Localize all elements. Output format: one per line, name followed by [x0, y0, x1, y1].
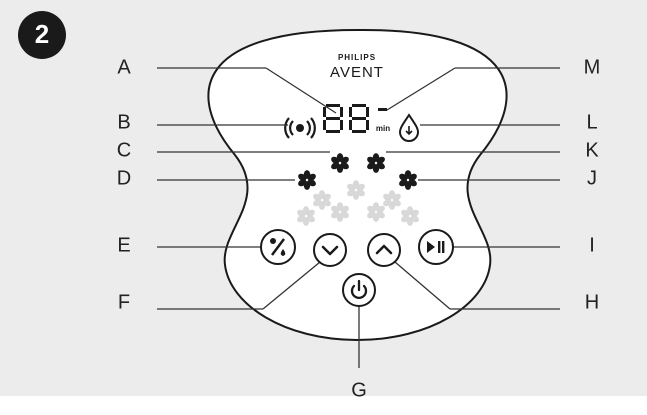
display-unit: min: [376, 124, 390, 133]
flower-petal: [356, 183, 365, 191]
flower-petal: [340, 205, 349, 213]
level-flower-active: [367, 153, 385, 173]
level-flower-inactive: [383, 190, 401, 210]
chevron-down-icon: [321, 245, 339, 256]
play-pause-icon: [427, 241, 445, 253]
level-flower-active: [399, 170, 417, 190]
decrease-button[interactable]: [313, 233, 347, 267]
level-flower-inactive: [297, 206, 315, 226]
flower-petal: [367, 211, 376, 219]
bottom-margin: [0, 396, 647, 415]
callout-letter-l: L: [586, 111, 597, 133]
callout-letter-f: F: [118, 291, 130, 313]
callout-letter-g: G: [351, 379, 367, 401]
level-flower-inactive: [313, 190, 331, 210]
flower-petal: [399, 173, 408, 181]
flower-petal: [367, 162, 376, 170]
flower-petal: [331, 205, 340, 213]
flower-petal: [297, 215, 306, 223]
timer-display: min: [323, 104, 390, 133]
level-flower-inactive: [347, 180, 365, 200]
play-pause-button[interactable]: [418, 229, 454, 265]
callout-letter-m: M: [584, 56, 601, 78]
digit-2: [349, 104, 369, 133]
level-indicator-flowers: [297, 153, 419, 226]
step-badge-circle: [18, 11, 66, 59]
flower-petal: [313, 193, 322, 201]
flower-petal: [347, 189, 356, 197]
flower-petal: [313, 199, 322, 207]
flower-petal: [298, 173, 307, 181]
chevron-up-icon: [375, 244, 393, 255]
flower-petal: [376, 156, 385, 164]
callout-letter-c: C: [117, 139, 131, 161]
flower-petal: [383, 199, 392, 207]
flower-petal: [376, 205, 385, 213]
flower-petal: [401, 215, 410, 223]
digit-1: [323, 104, 343, 133]
level-flower-inactive: [331, 202, 349, 222]
flower-petal: [401, 209, 410, 217]
flower-petal: [383, 193, 392, 201]
flower-petal: [347, 183, 356, 191]
flower-petal: [331, 162, 340, 170]
callout-letters: A B C D E F G H I J K L M: [117, 56, 601, 401]
flower-petal: [408, 173, 417, 181]
flower-petal: [340, 156, 349, 164]
flower-petal: [331, 211, 340, 219]
callout-letter-k: K: [585, 139, 599, 161]
flower-petal: [367, 156, 376, 164]
flower-petal: [392, 193, 401, 201]
callout-leaders: [157, 67, 560, 368]
power-button[interactable]: [342, 273, 376, 307]
callout-letter-d: D: [117, 167, 131, 189]
flower-petal: [410, 209, 419, 217]
flower-petal: [297, 209, 306, 217]
philips-avent-logo: PHILIPS AVENT: [330, 53, 384, 81]
callout-letter-b: B: [117, 111, 130, 133]
mode-button[interactable]: [260, 229, 296, 265]
callout-letter-h: H: [585, 291, 599, 313]
brand-top: PHILIPS: [338, 53, 376, 62]
flower-petal: [367, 205, 376, 213]
flower-petal: [306, 209, 315, 217]
level-flower-active: [298, 170, 316, 190]
level-flower-inactive: [401, 206, 419, 226]
flower-petal: [331, 156, 340, 164]
increase-button[interactable]: [367, 233, 401, 267]
level-flower-inactive: [367, 202, 385, 222]
level-flower-active: [331, 153, 349, 173]
callout-letter-e: E: [117, 234, 130, 256]
power-icon: [350, 279, 368, 299]
droplet-icon: [398, 113, 420, 142]
step-badge: 2: [18, 11, 66, 59]
flower-petal: [298, 179, 307, 187]
brand-bottom: AVENT: [330, 64, 384, 81]
flower-petal: [307, 173, 316, 181]
timer-indicator: [378, 108, 387, 111]
stimulation-icon: [284, 117, 316, 139]
percent-drop-icon: [270, 238, 286, 256]
callout-letter-a: A: [117, 56, 131, 78]
callout-letter-i: I: [589, 234, 595, 256]
flower-petal: [399, 179, 408, 187]
flower-petal: [322, 193, 331, 201]
callout-letter-j: J: [587, 167, 597, 189]
step-number: 2: [35, 19, 49, 49]
